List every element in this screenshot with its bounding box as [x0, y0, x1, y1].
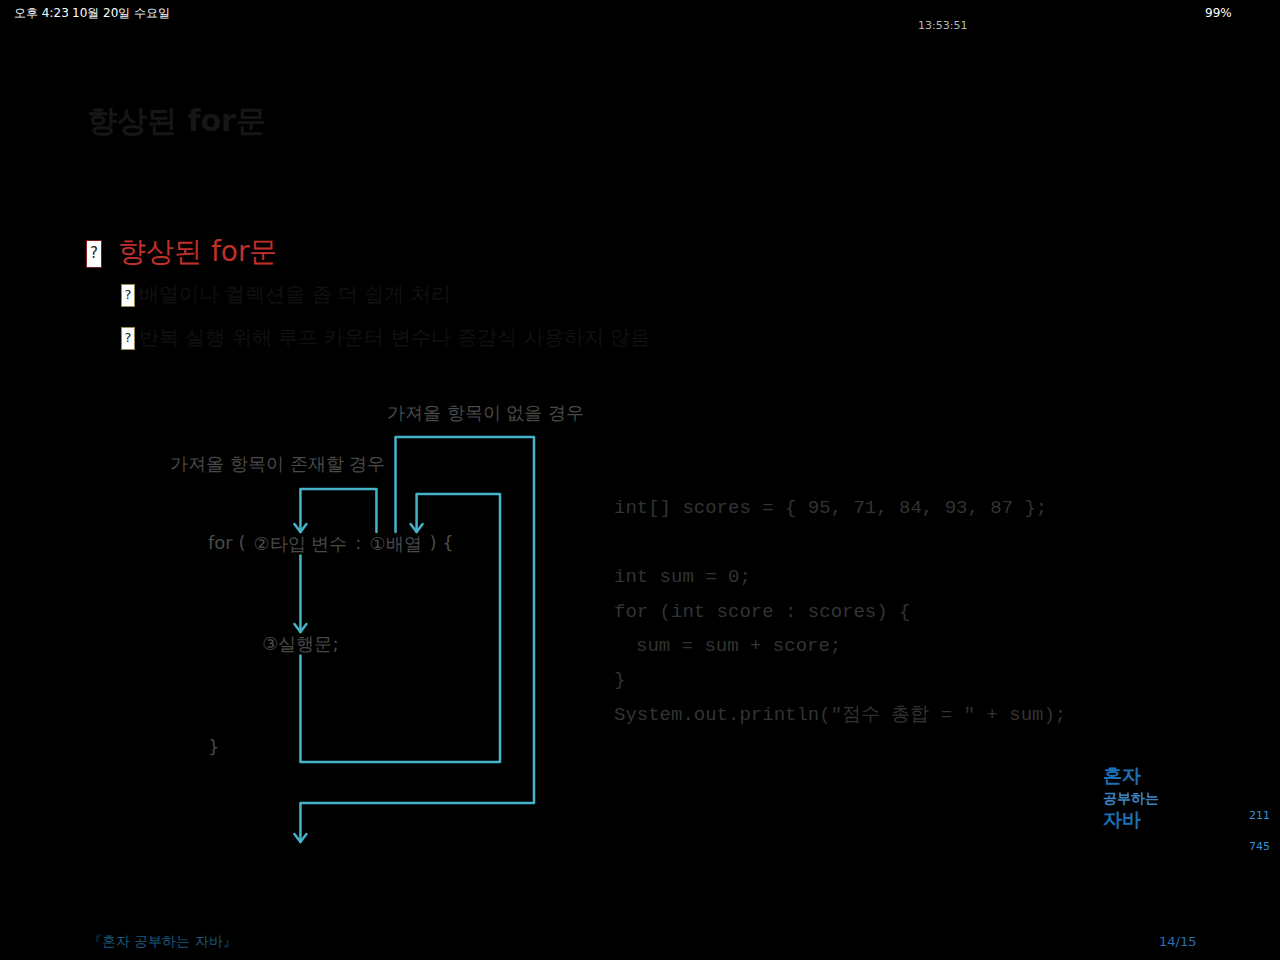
code-line: System.out.println("점수 총합 = " + sum); [614, 704, 1066, 726]
status-icons [1168, 6, 1265, 20]
code-line: sum = sum + score; [636, 635, 841, 657]
recording-timer: 13:53:51 [918, 19, 967, 32]
section-heading: 향상된 for문 [118, 235, 277, 268]
code-line: int sum = 0; [614, 566, 751, 588]
slide-title: 향상된 for문 [87, 103, 266, 138]
status-date-wrap: 10월 20일 수요일 [72, 3, 170, 21]
page-number-wrap: 14/15 [1159, 932, 1196, 950]
code-line-wrap: sum = sum + score; [636, 635, 841, 658]
arrow-label: 가져올 항목이 존재할 경우 [170, 453, 385, 474]
code-line-wrap: } [614, 669, 625, 692]
arrow-head [411, 524, 423, 532]
menu-dots [1216, 33, 1220, 53]
book-title-wrap: 공부하는 [1103, 789, 1159, 807]
missing-glyph-wrap: ? [121, 284, 135, 307]
missing-glyph-wrap: ? [86, 240, 102, 268]
footer-book: 『혼자 공부하는 자바』 [88, 933, 237, 949]
bullet-text-wrap: 배열이나 컬렉션을 좀 더 쉽게 처리 [139, 282, 451, 306]
battery-percent: 99% [1205, 6, 1232, 20]
section-heading-wrap: 향상된 for문 [118, 235, 277, 269]
page-number: 14/15 [1159, 934, 1196, 949]
status-date: 10월 20일 수요일 [72, 6, 170, 20]
arrow-label: 가져올 항목이 없을 경우 [387, 402, 584, 423]
syntax-text: ①배열 [369, 533, 421, 554]
total-pages: 745 [1249, 840, 1270, 853]
status-time-wrap: 오후 4:23 [14, 3, 69, 21]
missing-glyph: ? [86, 240, 102, 268]
home-indicator [480, 947, 802, 952]
flow-line [300, 489, 376, 532]
slide-title-wrap: 향상된 for문 [87, 103, 266, 139]
frame-accent [1194, 197, 1204, 295]
syntax-part: ②타입 변수 [251, 532, 351, 556]
current-page-wrap: 211 [1249, 805, 1270, 823]
book-title: 혼자 [1103, 764, 1141, 786]
code-line-wrap: System.out.println("점수 총합 = " + sum); [614, 704, 1066, 727]
total-pages-wrap: 745 [1249, 836, 1270, 854]
recording-timer-wrap: 13:53:51 [918, 15, 967, 33]
code-token: ) { [430, 532, 454, 553]
flow-arrow [294, 489, 376, 532]
book-title-wrap: 자바 [1103, 808, 1141, 831]
code-box: for (: ) {} ②타입 변수 ①배열 ③실행문; [192, 514, 478, 782]
arrow-head [294, 834, 306, 842]
code-line: int[] scores = { 95, 71, 84, 93, 87 }; [614, 497, 1047, 519]
code-token-wrap: for ( [208, 532, 246, 554]
arrow-label-wrap: 가져올 항목이 없을 경우 [387, 402, 584, 424]
missing-glyph: ? [121, 327, 135, 350]
syntax-text: ②타입 변수 [254, 533, 348, 554]
bullet-text-wrap: 반복 실행 위해 루프 카운터 변수나 증감식 사용하지 않음 [139, 325, 650, 349]
code-token-wrap: : [355, 532, 361, 554]
book-title: 자바 [1103, 808, 1141, 830]
bullet-text: 반복 실행 위해 루프 카운터 변수나 증감식 사용하지 않음 [139, 325, 650, 349]
header-tab [77, 64, 310, 188]
code-line-wrap: int sum = 0; [614, 566, 751, 589]
page-scroller [1246, 768, 1270, 923]
footer-book-wrap: 『혼자 공부하는 자바』 [88, 932, 237, 950]
book-title: 공부하는 [1103, 790, 1159, 806]
code-token: for ( [208, 532, 246, 553]
code-line: } [614, 669, 625, 691]
header-band [314, 64, 1206, 190]
flow-arrow [294, 556, 306, 632]
code-token: } [208, 736, 219, 757]
code-line-wrap: int[] scores = { 95, 71, 84, 93, 87 }; [614, 497, 1047, 520]
arrow-label-wrap: 가져올 항목이 존재할 경우 [170, 453, 385, 475]
missing-glyph: ? [121, 284, 135, 307]
current-page: 211 [1249, 809, 1270, 822]
status-time: 오후 4:23 [14, 6, 69, 20]
flow-line [299, 556, 302, 632]
book-cover [1057, 760, 1167, 895]
code-line-wrap: for (int score : scores) { [614, 601, 910, 624]
syntax-part: ①배열 [366, 532, 424, 556]
arrow-head [294, 524, 306, 532]
book-title-wrap: 혼자 [1103, 764, 1141, 787]
content-frame [82, 197, 1199, 910]
page [44, 64, 1236, 960]
arrow-head [294, 624, 306, 632]
code-token: : [355, 532, 361, 553]
toolbar-icons [22, 31, 1264, 56]
code-token-wrap: ) { [430, 532, 454, 554]
missing-glyph-wrap: ? [121, 327, 135, 350]
syntax-part: ③실행문; [259, 632, 341, 656]
bullet-text: 배열이나 컬렉션을 좀 더 쉽게 처리 [139, 282, 451, 306]
code-line: for (int score : scores) { [614, 601, 910, 623]
code-token-wrap: } [208, 736, 219, 758]
battery-percent-wrap: 99% [1205, 3, 1232, 21]
syntax-text: ③실행문; [262, 633, 338, 654]
